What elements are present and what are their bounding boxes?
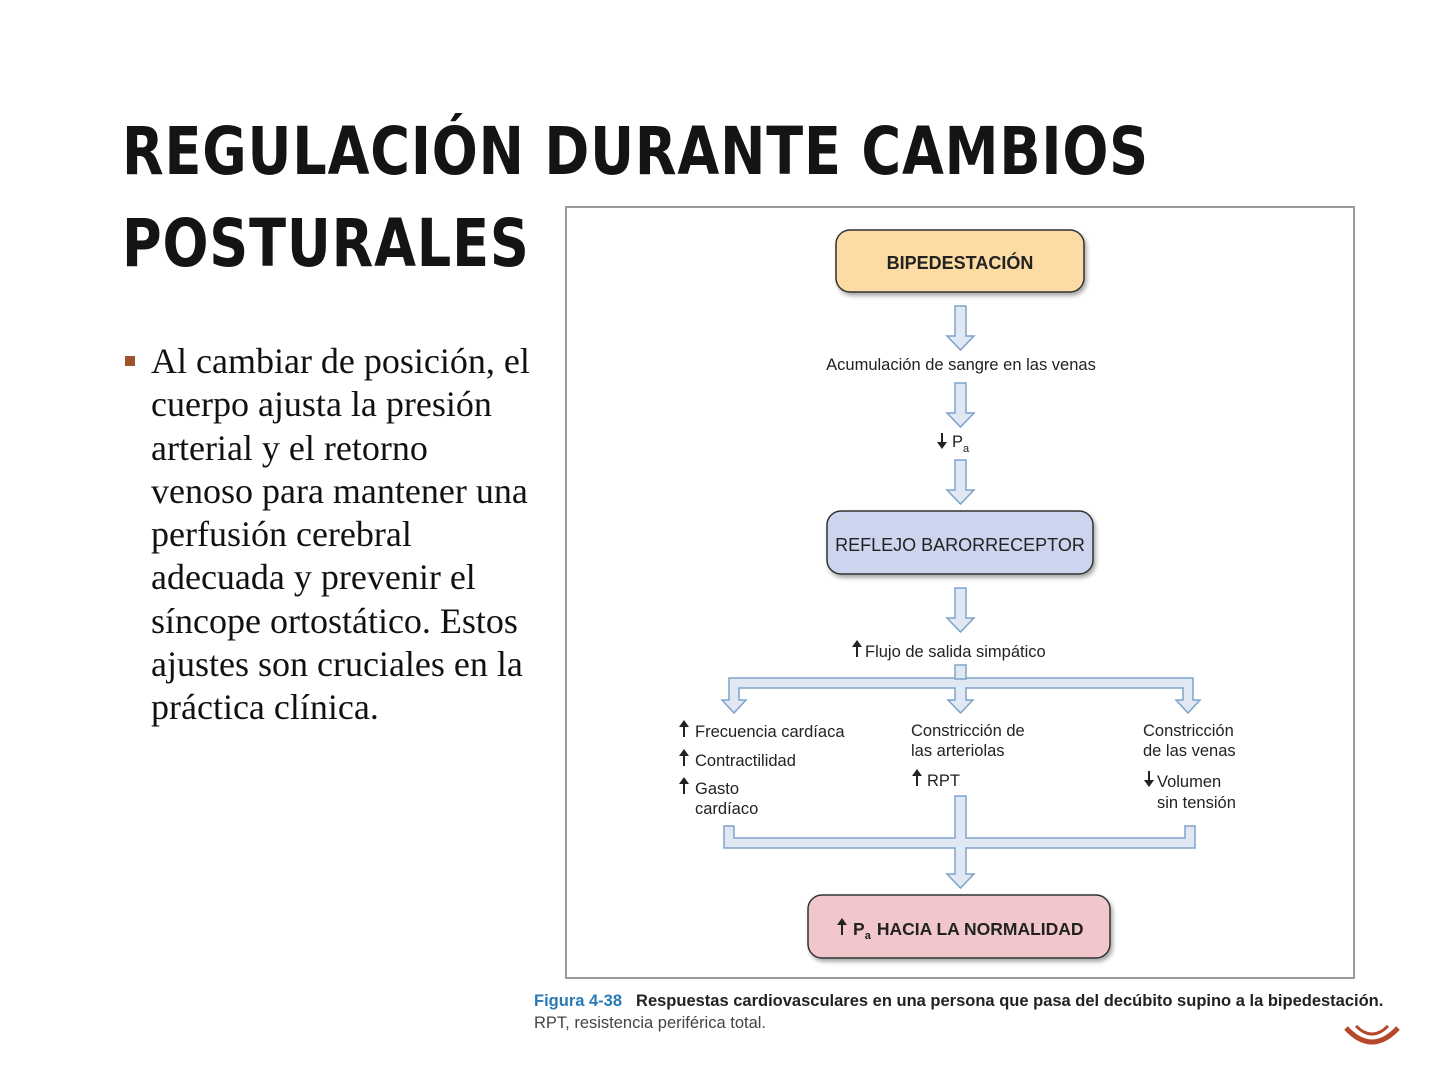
label-volumen-2: sin tensión xyxy=(1157,794,1236,812)
bullet-square-icon xyxy=(125,356,135,366)
arrow-down-1 xyxy=(945,305,976,352)
up-arrow-icon xyxy=(852,640,862,657)
label-constr-ven-1: Constricción xyxy=(1143,722,1234,740)
label-reflejo: REFLEJO BARORRECEPTOR xyxy=(835,535,1085,555)
label-gasto-2: cardíaco xyxy=(695,800,758,818)
arrow-down-2 xyxy=(945,382,976,429)
box-final xyxy=(807,894,1111,959)
final-text: HACIA LA NORMALIDAD xyxy=(877,919,1084,939)
up-arrow-icon xyxy=(679,720,689,737)
up-arrow-icon xyxy=(679,749,689,766)
down-arrow-icon xyxy=(937,433,947,449)
pa-symbol: P xyxy=(952,433,963,451)
final-pa-symbol: P xyxy=(853,919,865,939)
label-frecuencia: Frecuencia cardíaca xyxy=(695,723,845,741)
branch-merger xyxy=(723,795,1196,890)
label-acumulacion: Acumulación de sangre en las venas xyxy=(826,356,1096,374)
label-final: Pa HACIA LA NORMALIDAD xyxy=(853,919,1084,942)
box-bipedestacion xyxy=(835,229,1085,293)
branch-splitter xyxy=(720,677,1202,715)
box-reflejo xyxy=(826,510,1094,575)
arrow-down-3 xyxy=(945,459,976,506)
pa-subscript: a xyxy=(963,443,970,455)
down-arrow-icon xyxy=(1144,771,1154,787)
bullet-text: Al cambiar de posición, el cuerpo ajusta… xyxy=(151,341,530,728)
caption-rest: RPT, resistencia periférica total. xyxy=(534,1014,767,1032)
up-arrow-icon xyxy=(679,777,689,794)
label-volumen-1: Volumen xyxy=(1157,773,1221,791)
decorative-logo-icon xyxy=(1344,1024,1400,1045)
caption-bold: Respuestas cardiovasculares en una perso… xyxy=(636,992,1384,1010)
up-arrow-icon xyxy=(912,769,922,786)
label-constr-art-1: Constricción de xyxy=(911,722,1025,740)
slide-title-line-2: POSTURALES xyxy=(122,205,530,282)
label-constr-ven-2: de las venas xyxy=(1143,742,1236,760)
up-arrow-icon xyxy=(837,918,847,935)
label-flujo: Flujo de salida simpático xyxy=(865,643,1046,661)
label-contractilidad: Contractilidad xyxy=(695,752,796,770)
arrow-down-4 xyxy=(945,587,976,634)
label-bipedestacion: BIPEDESTACIÓN xyxy=(887,252,1034,273)
label-pa: Pa xyxy=(952,433,970,455)
figure-caption: Figura 4-38 Respuestas cardiovasculares e… xyxy=(534,990,1404,1034)
final-pa-subscript: a xyxy=(865,930,872,942)
label-constr-art-2: las arteriolas xyxy=(911,742,1005,760)
label-gasto-1: Gasto xyxy=(695,780,739,798)
bullet-list: Al cambiar de posición, el cuerpo ajusta… xyxy=(122,340,532,730)
label-rpt: RPT xyxy=(927,772,960,790)
caption-number: Figura 4-38 xyxy=(534,992,623,1010)
branch-stem xyxy=(954,664,967,680)
